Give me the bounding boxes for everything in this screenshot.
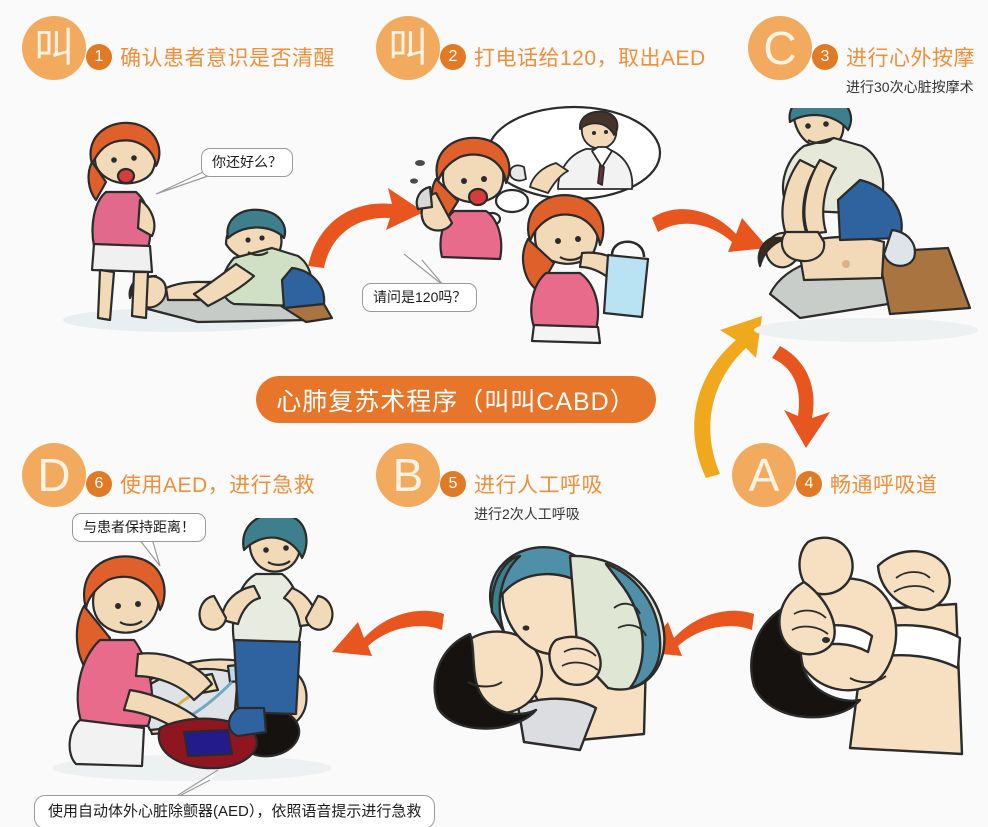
step-letter-circle-5: B bbox=[376, 443, 440, 507]
step-header-6: D 6 使用AED，进行急救 bbox=[22, 443, 315, 507]
step-title-2: 打电话给120，取出AED bbox=[474, 47, 706, 70]
arrow-3-to-4 bbox=[772, 346, 830, 448]
step-subtitle-3: 进行30次心脏按摩术 bbox=[846, 79, 974, 95]
step-header-5: B 5 进行人工呼吸 进行2次人工呼吸 bbox=[376, 443, 603, 524]
illus-aed-use bbox=[52, 518, 334, 781]
step-subtitle-5: 进行2次人工呼吸 bbox=[474, 506, 580, 522]
step-letter-circle-1: 叫 bbox=[22, 16, 86, 80]
step-title-4: 畅通呼吸道 bbox=[830, 474, 938, 497]
center-title-banner: 心肺复苏术程序（叫叫CABD） bbox=[256, 376, 656, 423]
step-title-5: 进行人工呼吸 bbox=[474, 474, 603, 497]
bubble-call-120: 请问是120吗？ bbox=[362, 283, 478, 312]
bubble-keep-distance: 与患者保持距离！ bbox=[72, 513, 206, 542]
step-header-1: 叫 1 确认患者意识是否清醒 bbox=[22, 16, 335, 80]
step-header-3: C 3 进行心外按摩 进行30次心脏按摩术 bbox=[748, 16, 975, 97]
illus-chest-compression bbox=[754, 108, 978, 342]
step-number-badge-4: 4 bbox=[796, 471, 822, 497]
step-number-badge-5: 5 bbox=[440, 471, 466, 497]
step-letter-circle-6: D bbox=[22, 443, 86, 507]
illus-open-airway bbox=[750, 536, 964, 756]
step-header-4: A 4 畅通呼吸道 bbox=[732, 443, 938, 507]
illus-rescue-breathing bbox=[433, 546, 666, 752]
step-title-6: 使用AED，进行急救 bbox=[120, 474, 316, 497]
step-number-badge-1: 1 bbox=[86, 44, 112, 70]
step-title-1: 确认患者意识是否清醒 bbox=[120, 47, 335, 70]
step-number-badge-2: 2 bbox=[440, 44, 466, 70]
illus-call-120 bbox=[410, 105, 662, 345]
illus-check-response bbox=[63, 121, 334, 332]
bubble-aed-caption: 使用自动体外心脏除颤器(AED），依照语音提示进行急救 bbox=[34, 795, 436, 827]
step-number-badge-3: 3 bbox=[812, 44, 838, 70]
step-header-2: 叫 2 打电话给120，取出AED bbox=[376, 16, 706, 80]
step-letter-circle-2: 叫 bbox=[376, 16, 440, 80]
step-number-badge-6: 6 bbox=[86, 471, 112, 497]
step-title-3: 进行心外按摩 bbox=[846, 47, 975, 70]
bubble-check-response: 你还好么？ bbox=[201, 148, 293, 177]
step-letter-circle-3: C bbox=[748, 16, 812, 80]
step-letter-circle-4: A bbox=[732, 443, 796, 507]
